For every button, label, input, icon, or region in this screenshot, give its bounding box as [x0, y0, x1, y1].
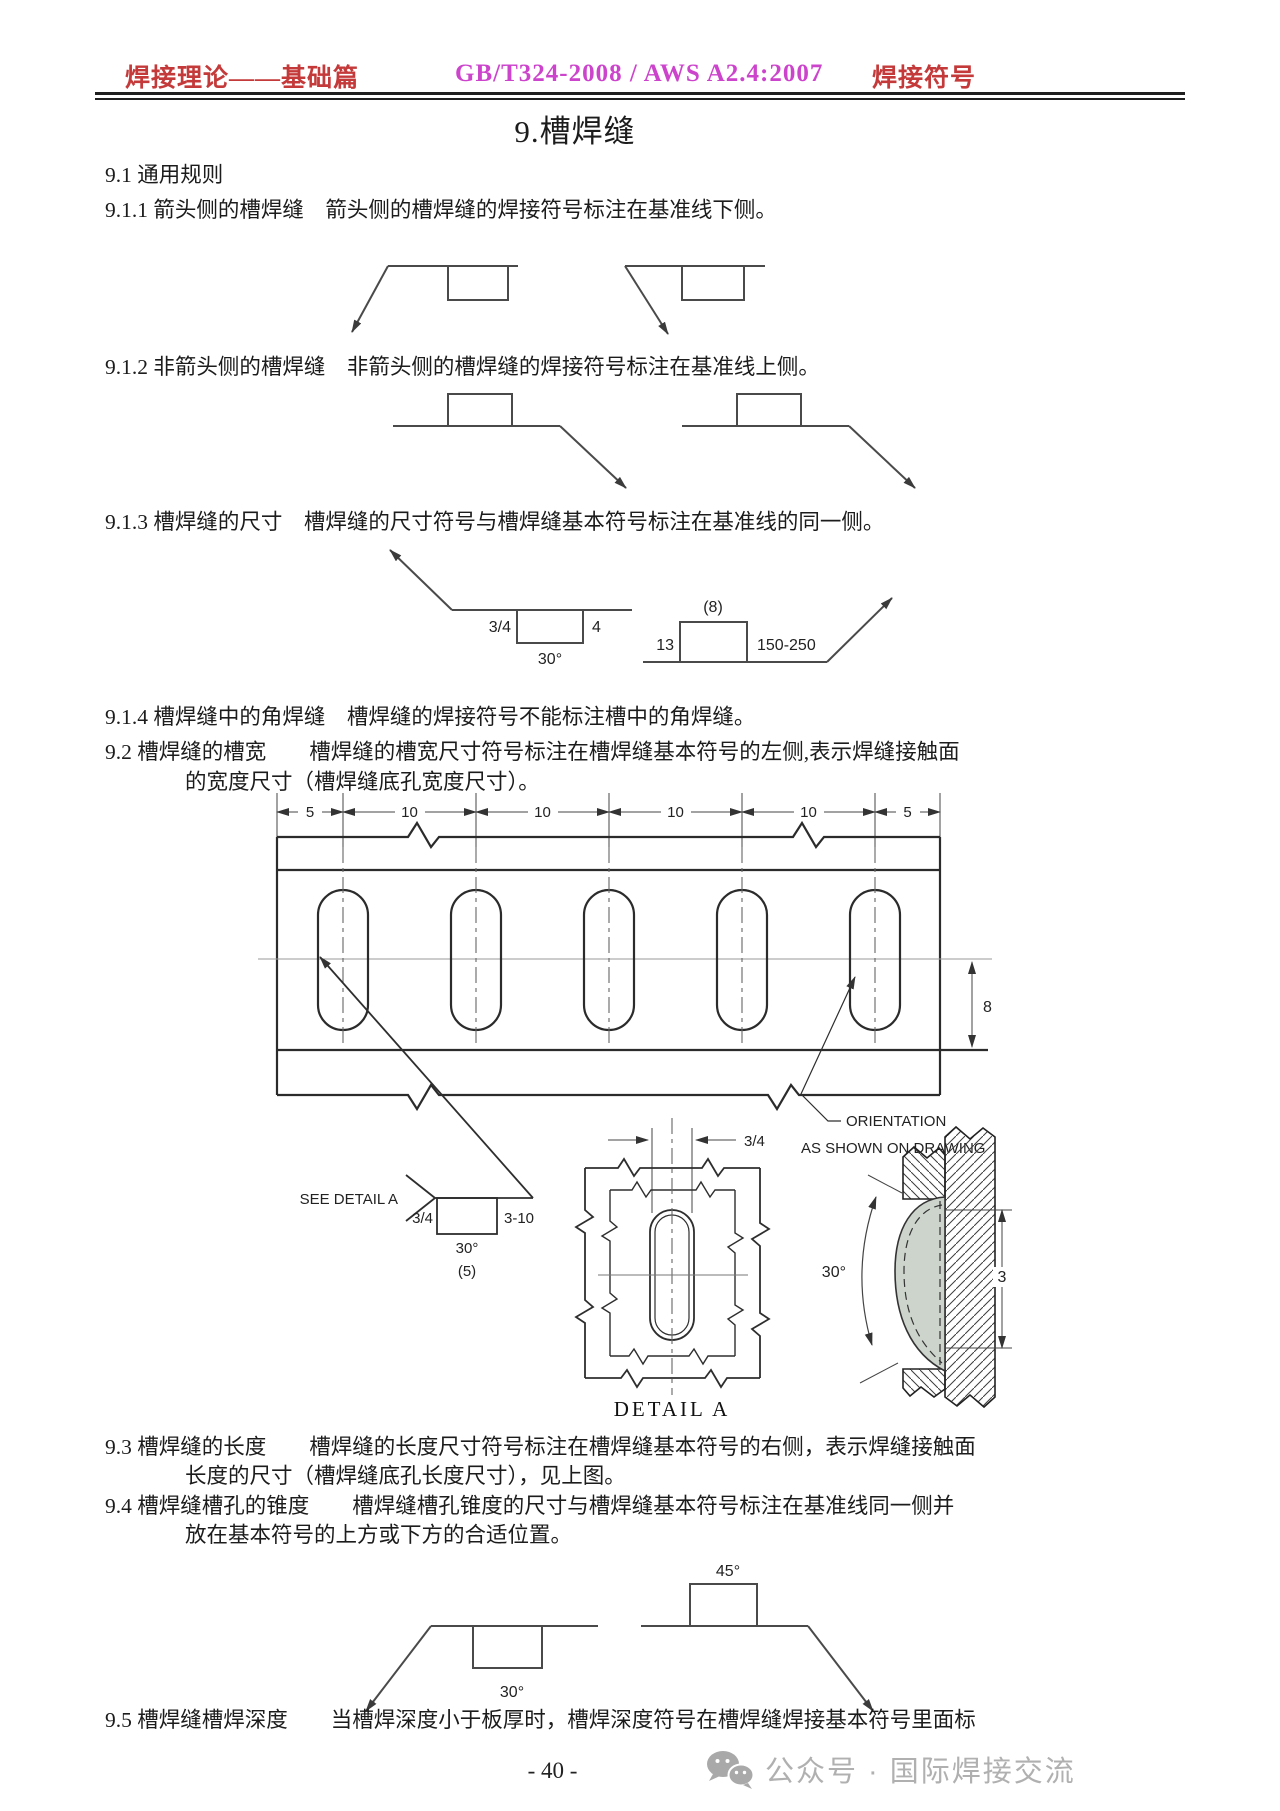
section-9-1: 9.1 通用规则	[105, 163, 224, 187]
section-9-1-2: 9.1.2 非箭头侧的槽焊缝 非箭头侧的槽焊缝的焊接符号标注在基准线上侧。	[105, 355, 820, 379]
front-plate-top	[902, 1145, 946, 1200]
symbol-count-label: (5)	[458, 1263, 476, 1280]
rear-plate-hatched	[944, 1125, 996, 1409]
weld-bead	[894, 1196, 946, 1373]
header-series-title: 焊接理论——基础篇	[125, 65, 360, 92]
taper-symbol-other-side: 45°	[641, 1563, 874, 1712]
slot-length-label: 8	[983, 999, 992, 1016]
dim-10-b: 10	[534, 804, 551, 821]
diagram-other-side-symbols	[393, 393, 916, 489]
dim-width13-label: 13	[656, 637, 674, 654]
page-title: 9.槽焊缝	[514, 114, 636, 149]
section-9-2-line2: 的宽度尺寸（槽焊缝底孔宽度尺寸）。	[185, 770, 540, 794]
section-9-3-line1: 9.3 槽焊缝的长度 槽焊缝的长度尺寸符号标注在槽焊缝基本符号的右侧，表示焊缝接…	[105, 1435, 976, 1459]
dim-pitch-label: 150-250	[757, 637, 816, 654]
plate-front-view: 8	[258, 820, 992, 1112]
dim-depth-label: 4	[592, 619, 601, 636]
diagram-slot-weld-sizes: 3/4 4 30° (8) 13 150-250	[389, 549, 893, 668]
section-9-5: 9.5 槽焊缝槽焊深度 当槽焊深度小于板厚时，槽焊深度符号在槽焊缝焊接基本符号里…	[105, 1708, 976, 1732]
watermark-text: 公众号 · 国际焊接交流	[765, 1756, 1076, 1788]
detail-a-caption: DETAIL A	[614, 1397, 731, 1421]
page-number: - 40 -	[527, 1758, 578, 1783]
watermark: 公众号 · 国际焊接交流	[705, 1748, 1076, 1790]
cross-section-view: 30° 3	[822, 1125, 1012, 1409]
header-topic: 焊接符号	[872, 65, 977, 92]
detail-width-label: 3/4	[744, 1133, 765, 1150]
dim-10-c: 10	[667, 804, 684, 821]
slot-weld-technical-drawing: 5 10 10 10 10 5 8	[258, 793, 1012, 1421]
dim-count-label: (8)	[703, 599, 723, 616]
leader-arrow-to-slot	[319, 956, 534, 1199]
wechat-icon	[707, 1751, 755, 1789]
dim-angle-label: 30°	[538, 651, 562, 668]
see-detail-weld-symbol: SEE DETAIL A 3/4 3-10 30° (5)	[300, 1174, 534, 1280]
orientation-line1: ORIENTATION	[846, 1113, 946, 1130]
weld-symbol-left	[351, 265, 518, 333]
weld-symbol-pitch-length: (8) 13 150-250	[643, 597, 893, 663]
slot-weld-symbol-rect	[436, 1197, 498, 1235]
diagram-taper-symbols: 30° 45°	[365, 1563, 874, 1712]
dim-5-left: 5	[306, 804, 314, 821]
see-detail-label: SEE DETAIL A	[300, 1191, 398, 1208]
section-9-1-4: 9.1.4 槽焊缝中的角焊缝 槽焊缝的焊接符号不能标注槽中的角焊缝。	[105, 705, 756, 729]
front-plate-bottom	[902, 1368, 946, 1398]
section-9-1-1: 9.1.1 箭头侧的槽焊缝 箭头侧的槽焊缝的焊接符号标注在基准线下侧。	[105, 198, 777, 222]
weld-symbol-dimensioned: 3/4 4 30°	[389, 549, 632, 668]
dim-width-label: 3/4	[489, 619, 511, 636]
header-standard-ref: GB/T324-2008 / AWS A2.4:2007	[455, 60, 824, 87]
diagram-arrow-side-symbols	[351, 265, 765, 335]
section-9-4-line2: 放在基本符号的上方或下方的合适位置。	[185, 1523, 573, 1547]
depth-label: 3	[998, 1269, 1007, 1286]
detail-a-view: 3/4 DETAIL A	[574, 1118, 771, 1421]
symbol-tail-fork	[405, 1174, 436, 1222]
taper-symbol-arrow-side: 30°	[365, 1625, 598, 1712]
dim-10-d: 10	[800, 804, 817, 821]
section-9-3-line2: 长度的尺寸（槽焊缝底孔长度尺寸），见上图。	[185, 1464, 626, 1488]
taper-30-label: 30°	[500, 1684, 524, 1701]
symbol-angle-label: 30°	[456, 1240, 479, 1257]
symbol-length-label: 3-10	[504, 1210, 534, 1227]
weld-symbol-left	[393, 393, 627, 489]
taper-45-label: 45°	[716, 1563, 740, 1580]
dimension-chain: 5 10 10 10 10 5	[276, 793, 941, 847]
dim-10-a: 10	[401, 804, 418, 821]
taper-angle-arc	[861, 1196, 877, 1346]
section-9-4-line1: 9.4 槽焊缝槽孔的锥度 槽焊缝槽孔锥度的尺寸与槽焊缝基本符号标注在基准线同一侧…	[105, 1494, 955, 1518]
header-divider	[95, 92, 1185, 100]
section-9-2-line1: 9.2 槽焊缝的槽宽 槽焊缝的槽宽尺寸符号标注在槽焊缝基本符号的左侧,表示焊缝接…	[105, 740, 960, 764]
section-9-1-3: 9.1.3 槽焊缝的尺寸 槽焊缝的尺寸符号与槽焊缝基本符号标注在基准线的同一侧。	[105, 510, 885, 534]
weld-symbol-right	[682, 393, 916, 489]
taper-angle-label: 30°	[822, 1264, 846, 1281]
symbol-width-label: 3/4	[412, 1210, 433, 1227]
weld-symbol-right	[624, 265, 765, 335]
dim-5-right: 5	[903, 804, 911, 821]
